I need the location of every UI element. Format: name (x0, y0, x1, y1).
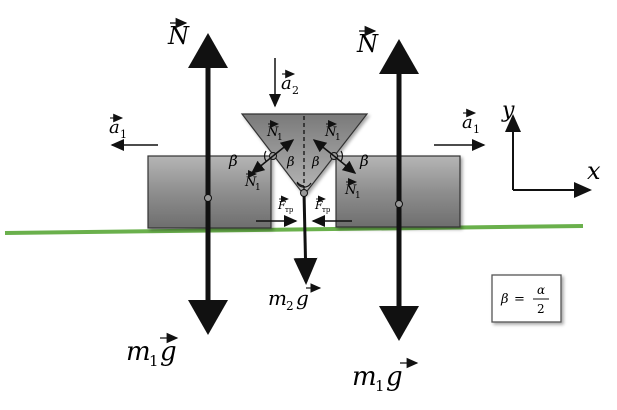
label-N1-wedge-right-sym: N (324, 125, 337, 140)
label-beta-wedge-left: β (286, 155, 295, 170)
label-Ftr-left: F тр (277, 195, 294, 214)
label-x-axis: x (587, 157, 601, 185)
label-m1g-right-sub: 1 (375, 377, 385, 395)
formula-numerator: α (537, 283, 545, 297)
label-a1-right-sym: a (462, 112, 473, 133)
beta-arc-tip-left (296, 181, 305, 187)
label-m2g-g: g (296, 286, 309, 310)
label-a1-right: a 1 (462, 108, 480, 136)
label-Ftr-left-sub: тр (285, 206, 294, 214)
label-N1-block-right-sub: 1 (355, 191, 361, 201)
label-N1-wedge-right-sub: 1 (335, 133, 341, 143)
label-y-axis: y (501, 98, 515, 123)
label-N1-wedge-left-sub: 1 (277, 133, 283, 143)
label-a2-sym: a (281, 73, 292, 94)
label-Ftr-right: F тр (314, 195, 331, 214)
formula-lhs: β (500, 292, 509, 307)
label-Ftr-right-sym: F (314, 199, 323, 212)
left-block-center-point (204, 194, 212, 202)
N1-block-right-arrow (333, 155, 357, 174)
label-m1g-left-sub: 1 (149, 352, 159, 370)
label-N1-wedge-left-sym: N (266, 125, 279, 140)
beta-arc-right (340, 150, 344, 162)
label-N1-block-right-sym: N (344, 183, 357, 198)
beta-arc-left (263, 150, 267, 162)
label-beta-left-outer: β (228, 152, 238, 170)
label-N-right: N (356, 25, 379, 58)
formula-denominator: 2 (537, 302, 545, 316)
label-N1-wedge-right: N 1 (324, 120, 341, 143)
label-a1-left-sub: 1 (120, 128, 127, 141)
label-m1g-right-m: m (352, 362, 377, 392)
label-a1-left: a 1 (109, 113, 127, 141)
label-m1g-left-g: g (160, 337, 177, 367)
formula-eq: = (514, 292, 525, 307)
label-a1-right-sub: 1 (473, 123, 480, 136)
wedge-tip-point (300, 189, 308, 197)
right-block-center-point (395, 200, 403, 208)
label-N1-block-right: N 1 (344, 178, 361, 201)
label-N1-block-left: N 1 (244, 170, 261, 193)
formula-box (491, 274, 562, 323)
label-m1g-left-m: m (126, 337, 151, 367)
label-beta-wedge-right: β (311, 155, 320, 170)
label-N-left-text: N (167, 22, 190, 50)
label-a2: a 2 (281, 69, 299, 97)
label-Ftr-right-sub: тр (322, 206, 331, 214)
label-beta-right-outer: β (359, 152, 369, 170)
N1-wedge-left-arrow (272, 139, 295, 157)
label-N1-block-left-sym: N (244, 175, 257, 190)
ground-line (4, 224, 584, 235)
label-m2g: m 2 g (268, 283, 322, 313)
label-m2g-m: m (268, 286, 287, 310)
label-m1g-right: m 1 g (352, 357, 419, 395)
label-a2-sub: 2 (292, 84, 299, 97)
label-m2g-sub: 2 (286, 299, 294, 313)
label-m1g-left: m 1 g (126, 332, 179, 370)
alpha-arc-tip (296, 182, 312, 188)
m2g-arrow (293, 191, 318, 285)
label-N1-wedge-left: N 1 (266, 120, 283, 143)
label-a1-left-sym: a (109, 117, 120, 138)
label-N-left: N (167, 17, 190, 50)
formula: β = α 2 (500, 283, 549, 316)
label-N-right-text: N (356, 30, 379, 58)
N1-wedge-right-arrow (312, 139, 335, 157)
label-m1g-right-g: g (386, 362, 403, 392)
label-N1-block-left-sub: 1 (255, 183, 261, 193)
label-Ftr-left-sym: F (277, 199, 286, 212)
